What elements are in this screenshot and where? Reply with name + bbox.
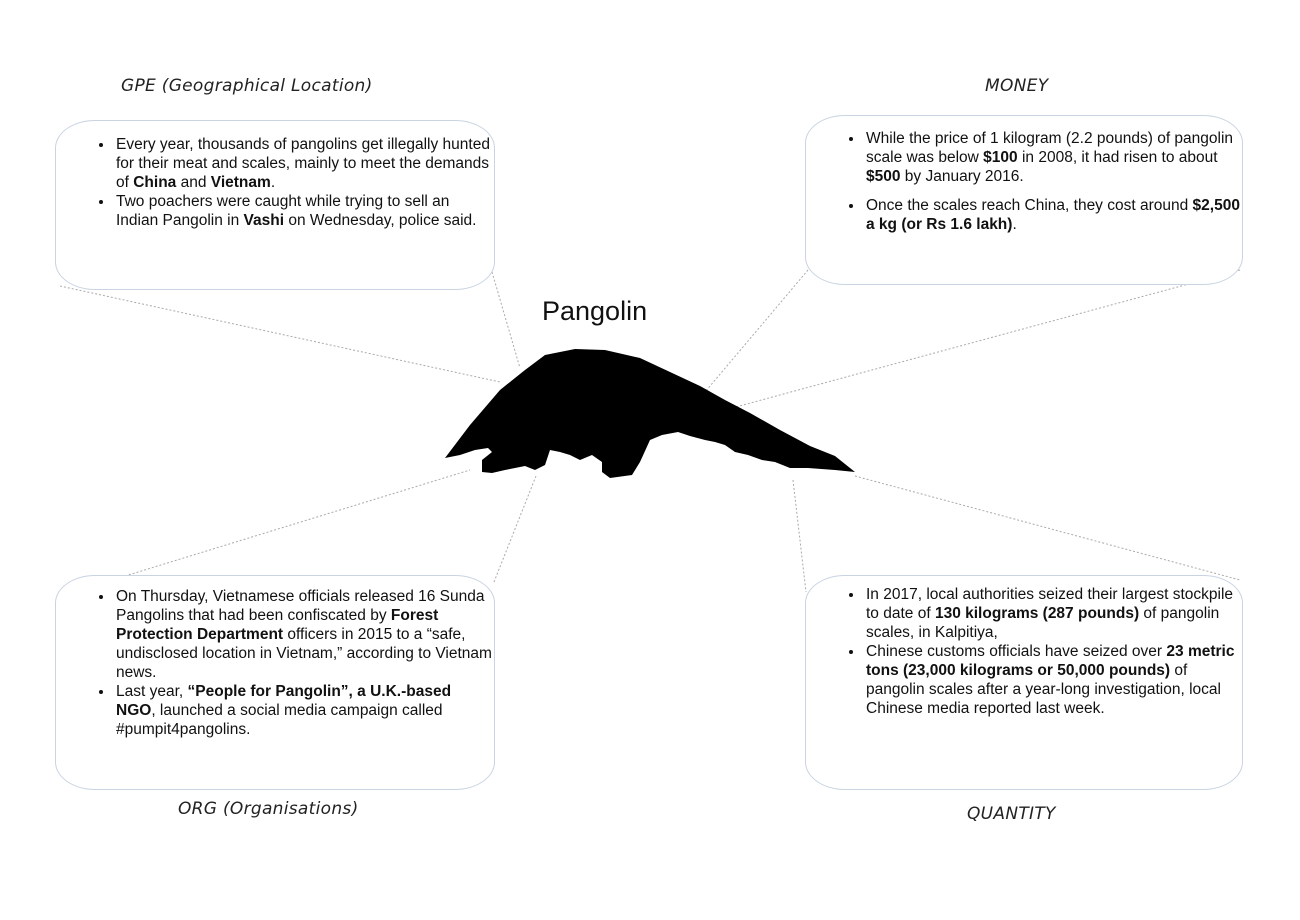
connector-line xyxy=(792,479,807,593)
bullet-item: Once the scales reach China, they cost a… xyxy=(864,196,1242,234)
bullet-text: Every year, thousands of pangolins get i… xyxy=(116,136,490,191)
bullet-item: On Thursday, Vietnamese officials releas… xyxy=(114,587,494,682)
gpe-box: Every year, thousands of pangolins get i… xyxy=(55,120,495,290)
money-category-label: MONEY xyxy=(985,76,1049,96)
connector-line xyxy=(59,469,471,597)
bullet-highlight: $500 xyxy=(866,168,901,185)
bullet-list: In 2017, local authorities seized their … xyxy=(806,585,1242,718)
org-category-label: ORG (Organisations) xyxy=(178,799,359,819)
connector-line xyxy=(704,269,809,393)
bullet-item: Last year, “People for Pangolin”, a U.K.… xyxy=(114,682,494,739)
bullet-text: On Thursday, Vietnamese officials releas… xyxy=(116,588,485,624)
bullet-text: on Wednesday, police said. xyxy=(284,212,477,229)
bullet-list: On Thursday, Vietnamese officials releas… xyxy=(56,587,494,739)
bullet-highlight: $2,500 a kg (or Rs 1.6 lakh) xyxy=(866,197,1240,233)
bullet-item: Chinese customs officials have seized ov… xyxy=(864,642,1242,718)
bullet-text: Last year, xyxy=(116,683,188,700)
bullet-highlight: China xyxy=(133,174,177,191)
bullet-text: and xyxy=(176,174,211,191)
central-topic-title: Pangolin xyxy=(542,296,648,326)
bullet-text: Chinese customs officials have seized ov… xyxy=(866,643,1167,660)
bullet-highlight: $100 xyxy=(983,149,1018,166)
bullet-text: in 2008, it had risen to about xyxy=(1017,149,1218,166)
bullet-item: Every year, thousands of pangolins get i… xyxy=(114,135,494,192)
bullet-highlight: 130 kilograms (287 pounds) xyxy=(934,605,1140,622)
bullet-text: of pangolin scales after a year-long inv… xyxy=(866,662,1221,717)
bullet-text: of pangolin scales, in Kalpitiya, xyxy=(866,605,1220,641)
bullet-list: While the price of 1 kilogram (2.2 pound… xyxy=(806,129,1242,234)
connector-line xyxy=(59,285,501,383)
bullet-text: In 2017, local authorities seized their … xyxy=(866,586,1234,622)
bullet-item: Two poachers were caught while trying to… xyxy=(114,192,494,230)
connector-line xyxy=(493,475,537,583)
connector-line xyxy=(854,475,1241,581)
bullet-highlight: 23 metric tons (23,000 kilograms or 50,0… xyxy=(866,643,1235,679)
quantity-category-label: QUANTITY xyxy=(967,804,1056,824)
bullet-item: While the price of 1 kilogram (2.2 pound… xyxy=(864,129,1242,186)
bullet-text: officers in 2015 to a “safe, undisclosed… xyxy=(116,626,492,681)
pangolin-silhouette-icon xyxy=(445,349,855,478)
bullet-text: While the price of 1 kilogram (2.2 pound… xyxy=(866,130,1234,166)
bullet-text: , launched a social media campaign calle… xyxy=(116,702,443,738)
bullet-highlight: Vashi xyxy=(243,212,285,229)
bullet-item: In 2017, local authorities seized their … xyxy=(864,585,1242,642)
bullet-list: Every year, thousands of pangolins get i… xyxy=(56,135,494,230)
bullet-highlight: Vietnam xyxy=(210,174,271,191)
bullet-text: Once the scales reach China, they cost a… xyxy=(866,197,1193,214)
bullet-highlight: Forest Protection Department xyxy=(116,607,439,643)
quantity-box: In 2017, local authorities seized their … xyxy=(805,575,1243,790)
bullet-text: by January 2016. xyxy=(900,168,1024,185)
org-box: On Thursday, Vietnamese officials releas… xyxy=(55,575,495,790)
bullet-text: . xyxy=(1012,216,1017,233)
connector-line xyxy=(731,269,1241,409)
bullet-highlight: “People for Pangolin”, a U.K.-based NGO xyxy=(116,683,452,719)
connector-line xyxy=(491,271,521,369)
bullet-text: Two poachers were caught while trying to… xyxy=(116,193,450,229)
bullet-text: . xyxy=(270,174,276,191)
gpe-category-label: GPE (Geographical Location) xyxy=(121,76,373,96)
money-box: While the price of 1 kilogram (2.2 pound… xyxy=(805,115,1243,285)
